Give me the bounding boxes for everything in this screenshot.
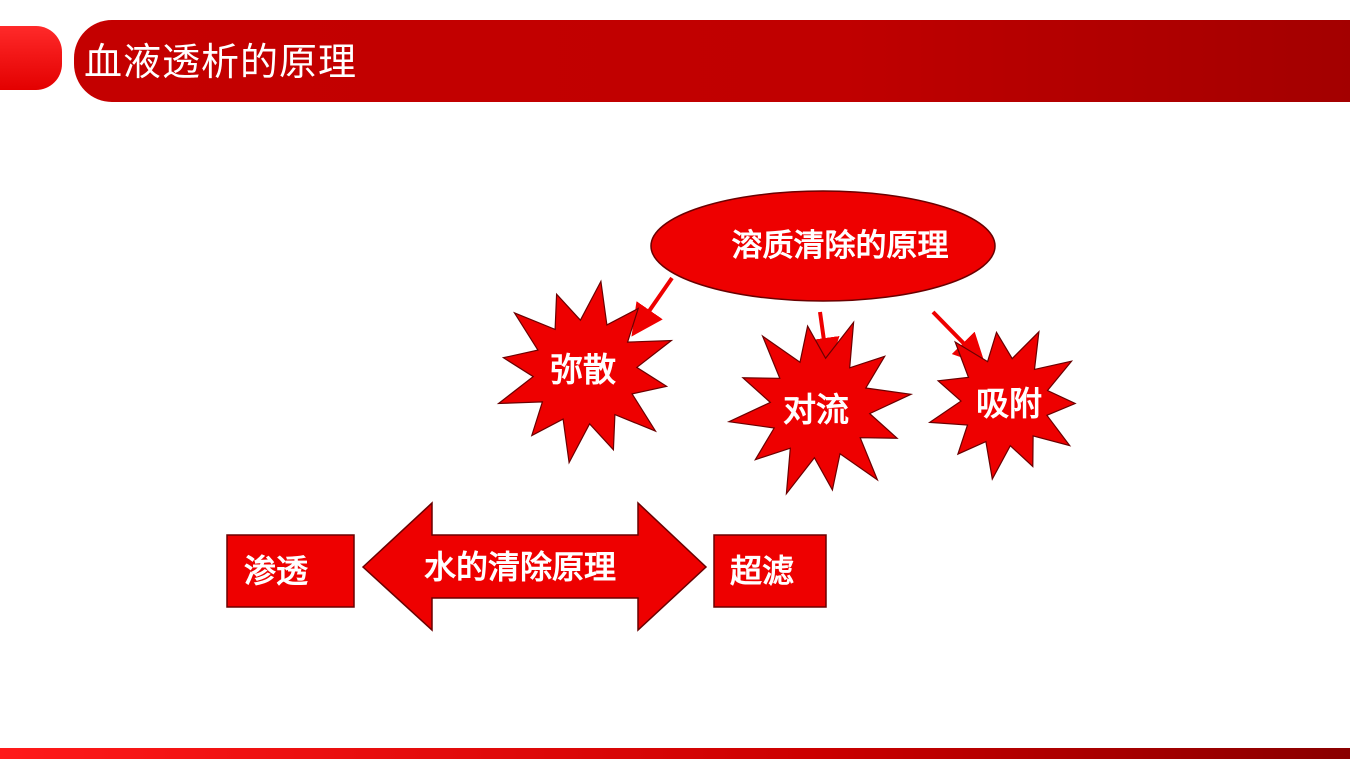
osmosis-box (226, 534, 355, 608)
water-clearance-label: 水的清除原理 (423, 548, 616, 586)
adsorption-label: 吸附 (976, 384, 1042, 423)
title-accent-tab (0, 26, 62, 90)
diffusion-label: 弥散 (550, 350, 616, 389)
solute-clearance-label: 溶质清除的原理 (731, 228, 949, 264)
water-clearance-double-arrow (361, 501, 708, 632)
convection-label: 对流 (783, 390, 849, 429)
solute-clearance-ellipse (650, 190, 996, 302)
ultrafiltration-box (713, 534, 827, 608)
adsorption-starburst (927, 330, 1077, 481)
osmosis-label: 渗透 (243, 552, 308, 590)
ultrafiltration-label: 超滤 (729, 552, 794, 590)
page-title: 血液透析的原理 (84, 40, 358, 84)
title-bar (74, 20, 1350, 102)
arrow-to-diffusion (631, 276, 674, 337)
convection-starburst (726, 320, 914, 496)
bottom-accent-bar (0, 748, 1350, 759)
diffusion-starburst (496, 279, 674, 465)
arrow-to-convection (807, 311, 840, 370)
